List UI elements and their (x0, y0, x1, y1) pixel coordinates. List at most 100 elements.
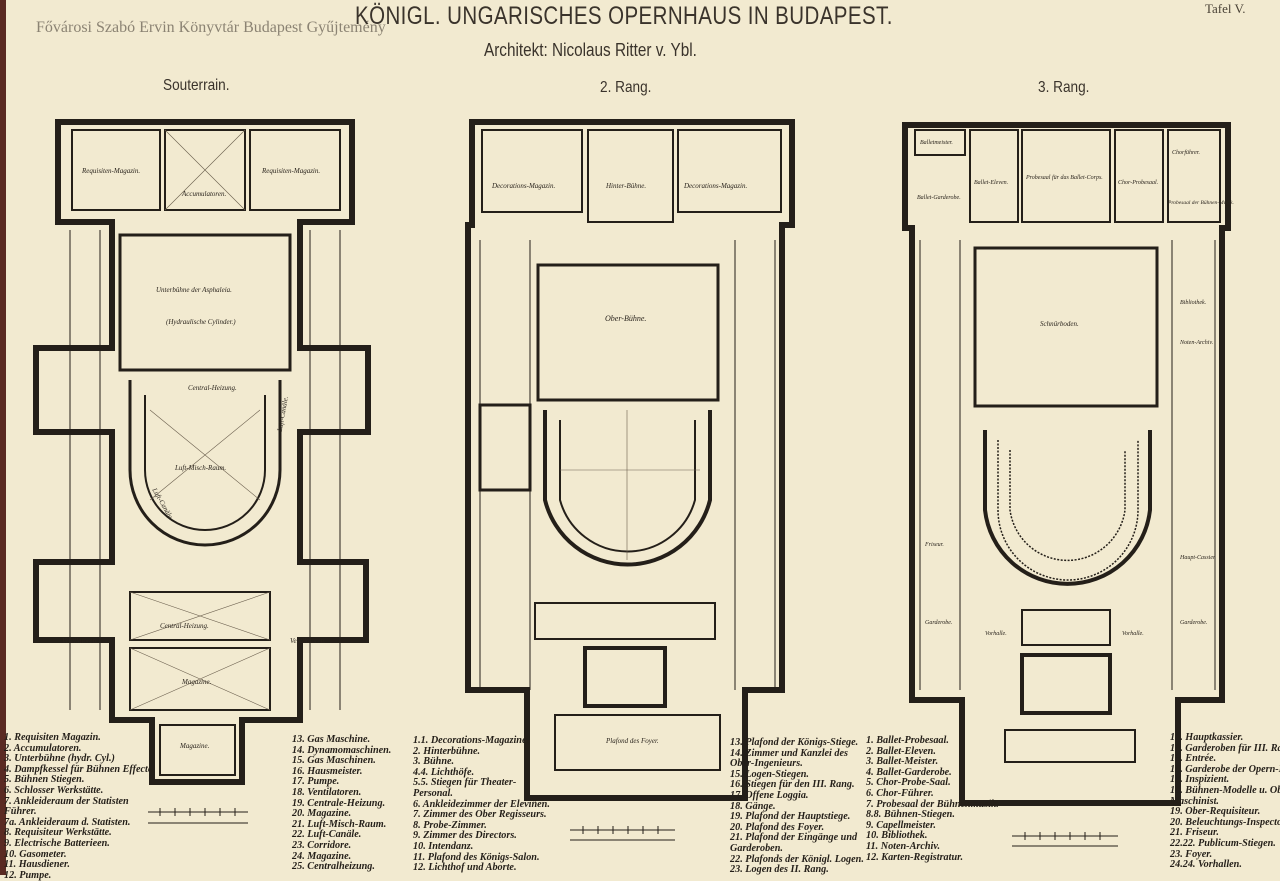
room (587, 129, 674, 223)
auditorium-horseshoe (543, 410, 712, 567)
kings-salon-ceiling (478, 403, 532, 492)
room-label: Luft-Misch-Raum. (175, 464, 227, 472)
legend-entry: 18. Gänge. (730, 800, 776, 812)
vault-cross (129, 129, 271, 711)
foyer-ceiling (583, 646, 667, 708)
air-channel (144, 395, 266, 531)
legend-entry: 4. Dampfkessel für Bühnen Effecte. (4, 763, 155, 775)
legend-3-rang-left: 1. Ballet-Probesaal.2. Ballet-Eleven.3. … (866, 735, 999, 863)
legend-entry: 11. Noten-Archiv. (866, 840, 941, 852)
room-label: Vorhalle. (1122, 631, 1144, 637)
legend-entry: Maschinist. (1170, 795, 1219, 807)
legend-entry: 6. Schlosser Werkstätte. (4, 784, 104, 796)
outer-wall (33, 119, 371, 785)
plate-title: KÖNIGL. UNGARISCHES OPERNHAUS IN BUDAPES… (355, 2, 893, 30)
loggia (534, 602, 716, 640)
legend-entry: 24. Magazine. (292, 850, 352, 862)
axis-lines (560, 410, 700, 560)
room-label: Vorhalle. (985, 631, 1007, 637)
room-label: Chor-Probesaal. (1118, 180, 1159, 186)
legend-entry: 22. Plafonds der Königl. Logen. (730, 853, 864, 865)
auditorium-boxes (559, 420, 696, 553)
legend-entry: 9. Electrische Batterieen. (4, 837, 110, 849)
room (481, 129, 583, 213)
room-label: Ballet-Garderobe. (917, 195, 961, 201)
room (129, 647, 271, 711)
corridor-lines (69, 230, 341, 710)
plan-2-rang (465, 119, 795, 801)
outer-wall (902, 122, 1231, 806)
legend-entry: 14. Zimmer und Kanzlei des (730, 747, 849, 759)
legend-entry: 10. Gasometer. (4, 848, 67, 860)
room-label: Bibliothek. (1180, 300, 1207, 306)
legend-entry: 23. Logen des II. Rang. (730, 864, 829, 876)
legend-entry: 20. Beleuchtungs-Inspector. (1170, 816, 1280, 828)
room (554, 714, 721, 771)
outer-wall (465, 119, 795, 801)
legend-entry: 3. Bühne. (413, 756, 455, 768)
legend-entry: 16. Hausmeister. (292, 765, 363, 777)
legend-entry: 5. Chor-Probe-Saal. (866, 777, 951, 789)
stage-pit (118, 233, 292, 372)
room-label: Ventilatoren. (290, 637, 326, 645)
auditorium-seating (997, 440, 1139, 581)
legend-souterrain-left: 1. Requisiten Magazin.2. Accumulatoren.3… (4, 732, 155, 881)
legend-entry: 21. Plafond der Eingänge und (730, 832, 858, 844)
legend-entry: 1. Ballet-Probesaal. (866, 735, 949, 746)
room (1004, 729, 1136, 763)
legend-entry: 8. Requisiteur Werkstätte. (4, 827, 112, 839)
room-label: Ventilatoren. (62, 637, 98, 645)
legend-entry: 14. Garderoben für III. Rang. (1170, 742, 1280, 754)
legend-entry: 23. Corridore. (292, 839, 352, 851)
legend-entry: 9. Capellmeister. (866, 819, 936, 831)
air-mixing-chamber (128, 380, 282, 547)
room-label: Plafond des Foyer. (606, 737, 659, 745)
room-label: Requisiten-Magazin. (262, 167, 321, 175)
legend-entry: 9. Zimmer des Directors. (413, 830, 517, 842)
legend-entry: 19. Plafond der Hauptstiege. (730, 811, 851, 823)
legend-entry: 3. Unterbühne (hydr. Cyl.) (4, 753, 115, 765)
page-edge (0, 0, 6, 875)
legend-entry: 14. Dynamomaschinen. (292, 744, 392, 756)
room-label: Garderobe. (1180, 620, 1208, 626)
plate-number: Tafel V. (1205, 1, 1246, 16)
architect-line: Architekt: Nicolaus Ritter v. Ybl. (484, 40, 697, 60)
legend-entry: Ober-Ingenieurs. (730, 758, 803, 770)
plan-souterrain (33, 119, 371, 785)
plan-3-rang (902, 122, 1231, 806)
corridor-lines (479, 240, 776, 690)
legend-entry: 20. Plafond des Foyer. (730, 821, 825, 833)
room-label: Balletmeister. (920, 140, 953, 146)
legend-entry: 15. Logen-Stiegen. (730, 768, 809, 780)
legend-entry: 15. Gas Maschinen. (292, 755, 376, 767)
legend-entry: 12. Pumpe. (4, 869, 52, 881)
plan-title-2-rang: 2. Rang. (600, 79, 652, 96)
legend-entry: 7. Ankleideraum der Statisten (4, 795, 129, 807)
room (1114, 129, 1164, 223)
legend-entry: 7a. Ankleideraum d. Statisten. (4, 816, 131, 828)
room-label: Magazine. (182, 678, 212, 686)
scale-bar (148, 811, 1118, 847)
room (71, 129, 161, 211)
room-label: Ober-Bühne. (605, 314, 647, 323)
foyer (1020, 653, 1112, 715)
legend-entry: 22. Luft-Canäle. (292, 829, 362, 841)
room (914, 129, 966, 156)
room-label: Probesaal der Bühnen-Musik. (1168, 200, 1234, 206)
legend-2-rang-right: 13. Plafond der Königs-Stiege.14. Zimmer… (730, 737, 864, 876)
scale-bars (148, 808, 1118, 847)
legend-entry: 19. Ober-Requisiteur. (1170, 806, 1261, 818)
legend-entry: 13. Gas Maschine. (292, 734, 371, 745)
plan-title-3-rang: 3. Rang. (1038, 79, 1090, 96)
legend-entry: 2. Hinterbühne. (413, 745, 481, 757)
room-label: Unterbühne der Asphaleia. (156, 286, 232, 294)
legend-entry: 17. Pumpe. (292, 776, 340, 788)
legend-entry: 17. Inspizient. (1170, 774, 1230, 786)
room (159, 724, 236, 776)
legend-entry: 1.1. Decorations-Magazine. (413, 735, 530, 746)
legend-3-rang-right: 13. Hauptkassier.14. Garderoben für III.… (1170, 732, 1280, 871)
upper-stage (536, 263, 720, 402)
legend-entry: 5. Bühnen Stiegen. (4, 774, 85, 786)
legend-entry: 4. Ballet-Garderobe. (866, 766, 952, 778)
